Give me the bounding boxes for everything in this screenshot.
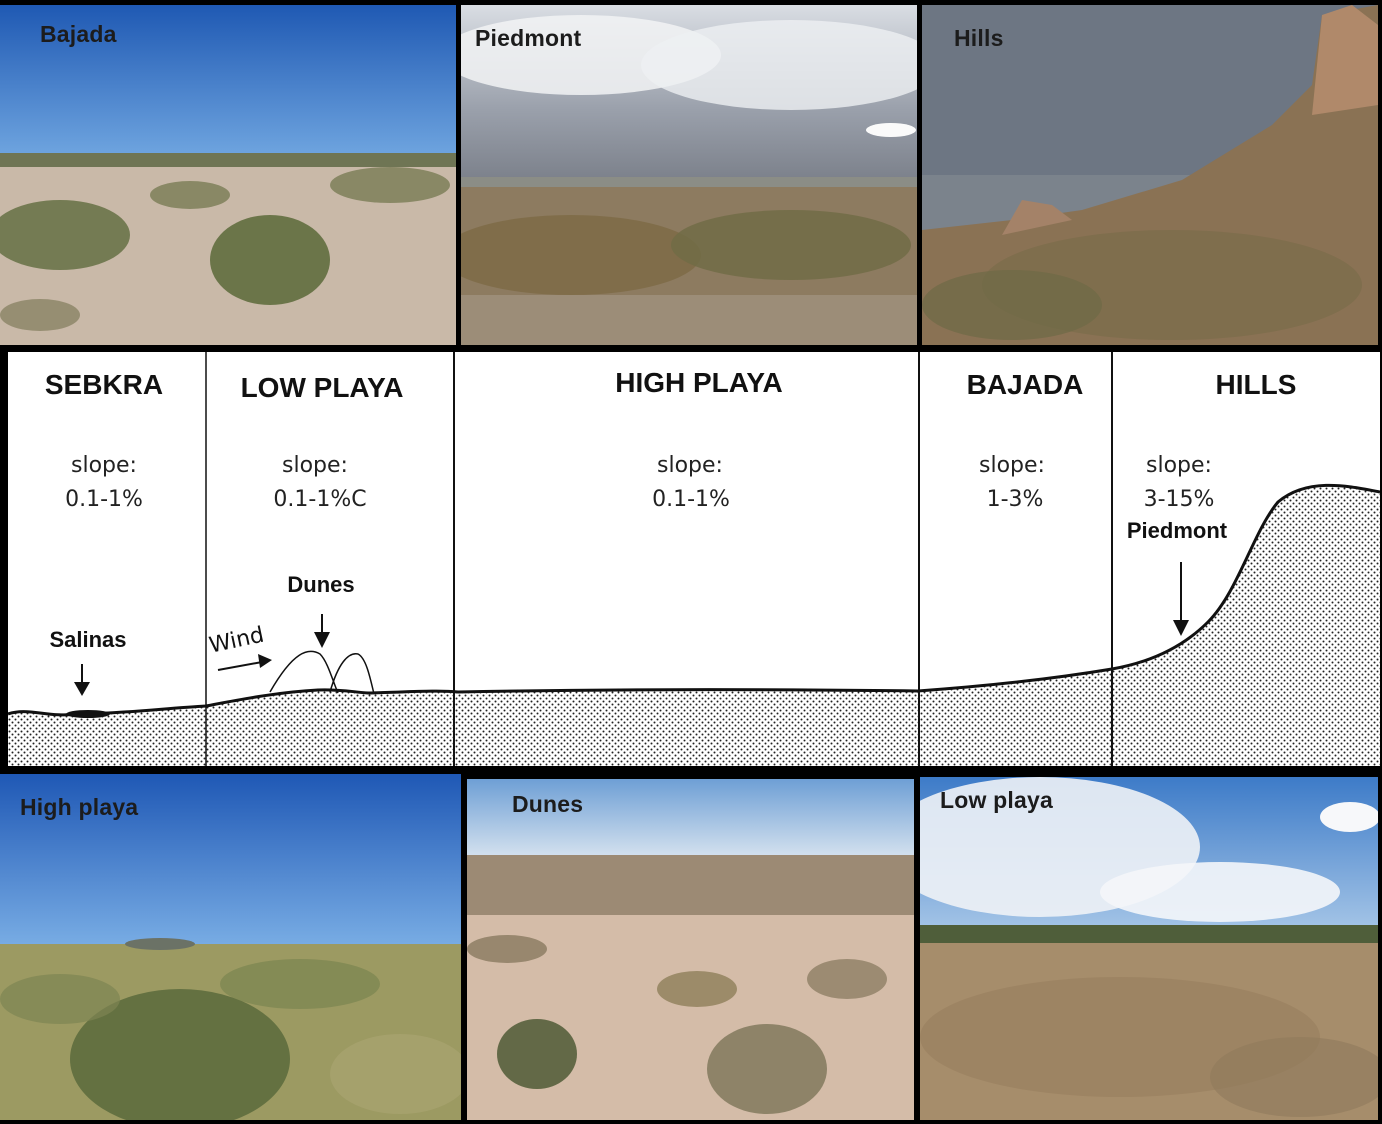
photo-bajada: Bajada [0, 5, 456, 345]
photo-label-low-playa: Low playa [940, 787, 1053, 813]
low-playa-landscape-image [920, 777, 1378, 1120]
photo-hills: Hills [922, 5, 1378, 345]
photo-low-playa: Low playa [920, 777, 1378, 1120]
photo-label-hills: Hills [954, 25, 1004, 51]
zone-title-low-playa: LOW PLAYA [241, 372, 404, 403]
dunes-landscape-image [467, 779, 914, 1120]
wind-arrowhead [258, 654, 272, 668]
zone-slope-label-low-playa: slope: [282, 453, 348, 478]
zone-slope-label-high-playa: slope: [657, 453, 723, 478]
zone-title-hills: HILLS [1216, 369, 1297, 400]
zone-slope-value-hills: 3-15% [1144, 487, 1215, 512]
annotation-piedmont: Piedmont [1127, 518, 1228, 543]
photo-label-high-playa: High playa [20, 794, 139, 820]
salinas-deposit [66, 710, 110, 718]
photo-label-bajada: Bajada [40, 21, 117, 47]
annotation-dunes: Dunes [287, 572, 354, 597]
piedmont-arrowhead [1173, 620, 1189, 636]
zone-slope-label-bajada: slope: [979, 453, 1045, 478]
annotation-wind: Wind [207, 623, 266, 659]
bajada-landscape-image [0, 5, 456, 345]
zone-title-sebkra: SEBKRA [45, 369, 163, 400]
zone-slope-value-bajada: 1-3% [987, 487, 1044, 512]
zone-title-bajada: BAJADA [967, 369, 1084, 400]
dunes-arrowhead [314, 632, 330, 648]
photo-label-dunes: Dunes [512, 791, 584, 817]
hills-landscape-image [922, 5, 1378, 345]
terrain-fill [8, 485, 1380, 766]
photo-dunes: Dunes [467, 779, 914, 1120]
dune-left [269, 650, 339, 694]
terrain-profile-line [8, 483, 1380, 717]
zone-slope-value-sebkra: 0.1-1% [65, 487, 143, 512]
photo-label-piedmont: Piedmont [475, 25, 582, 51]
zone-slope-value-low-playa: 0.1-1%C [273, 487, 366, 512]
zone-slope-value-high-playa: 0.1-1% [652, 487, 730, 512]
photo-high-playa: High playa [0, 774, 461, 1120]
dune-right [329, 653, 375, 695]
landform-cross-section: SEBKRA LOW PLAYA HIGH PLAYA BAJADA HILLS… [8, 352, 1380, 766]
high-playa-landscape-image [0, 774, 461, 1120]
cross-section-svg: SEBKRA LOW PLAYA HIGH PLAYA BAJADA HILLS… [8, 352, 1380, 766]
piedmont-landscape-image [461, 5, 917, 345]
wind-arrow [217, 661, 263, 671]
salinas-arrowhead [74, 682, 90, 696]
zone-slope-label-sebkra: slope: [71, 453, 137, 478]
photo-piedmont: Piedmont [461, 5, 917, 345]
zone-slope-label-hills: slope: [1146, 453, 1212, 478]
annotation-salinas: Salinas [49, 627, 126, 652]
zone-title-high-playa: HIGH PLAYA [615, 367, 783, 398]
